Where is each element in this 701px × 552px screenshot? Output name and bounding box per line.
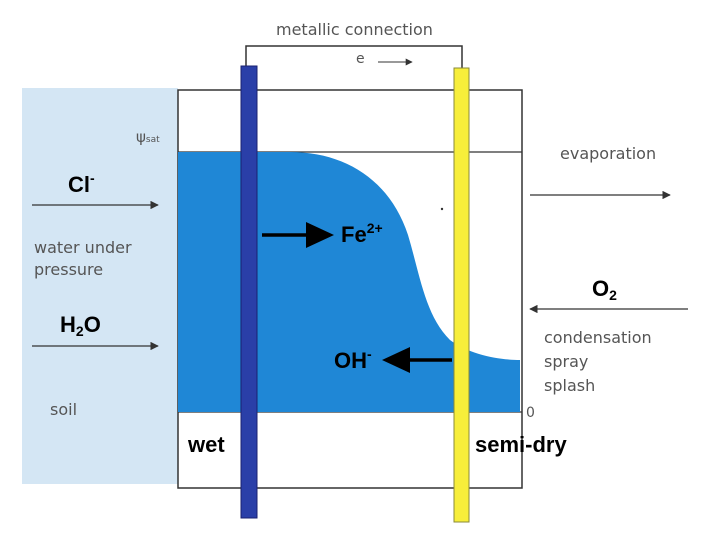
splash-label: splash [544,376,596,395]
metallic-connection-wire [245,45,463,70]
water-o: O [83,312,101,337]
iron-charge: 2+ [366,220,383,236]
water-subscript: 2 [75,323,84,339]
psi-sat-label: ψsat [136,130,160,145]
spray-label: spray [544,352,589,371]
condensation-label: condensation [544,328,652,347]
right-electrode [453,67,470,523]
iron-symbol: Fe [341,222,367,247]
left-electrode [240,65,258,519]
psi-subscript: sat [145,135,160,145]
hydroxide-symbol: OH [334,348,367,373]
chloride-symbol: Cl [68,172,90,197]
soil-label: soil [50,400,78,419]
evaporation-label: evaporation [560,144,657,163]
iron-ion-label: Fe2+ [341,221,383,247]
hydroxide-charge: - [367,346,372,362]
chloride-charge: - [90,170,95,186]
speck [440,207,444,211]
iron-ion-arrow-head [306,222,334,248]
oxygen-symbol: O [592,276,610,301]
metallic-connection-label: metallic connection [276,20,433,39]
chloride-label: Cl- [68,171,95,197]
water-under-pressure-line2: pressure [34,260,104,279]
water-body [178,152,520,412]
water-under-pressure-line1: water under [34,238,132,257]
psi-symbol: ψ [136,128,146,146]
wet-label: wet [188,432,225,457]
electron-label: e [356,51,365,67]
semi-dry-label: semi-dry [475,432,567,457]
hydroxide-label: OH- [334,347,372,373]
zero-label: 0 [526,405,535,421]
soil-region [22,88,178,484]
water-formula-label: H2O [60,312,101,339]
hydroxide-arrow-head [382,347,410,373]
oxygen-subscript: 2 [609,287,617,303]
oxygen-label: O2 [592,276,617,303]
water-h: H [60,312,76,337]
